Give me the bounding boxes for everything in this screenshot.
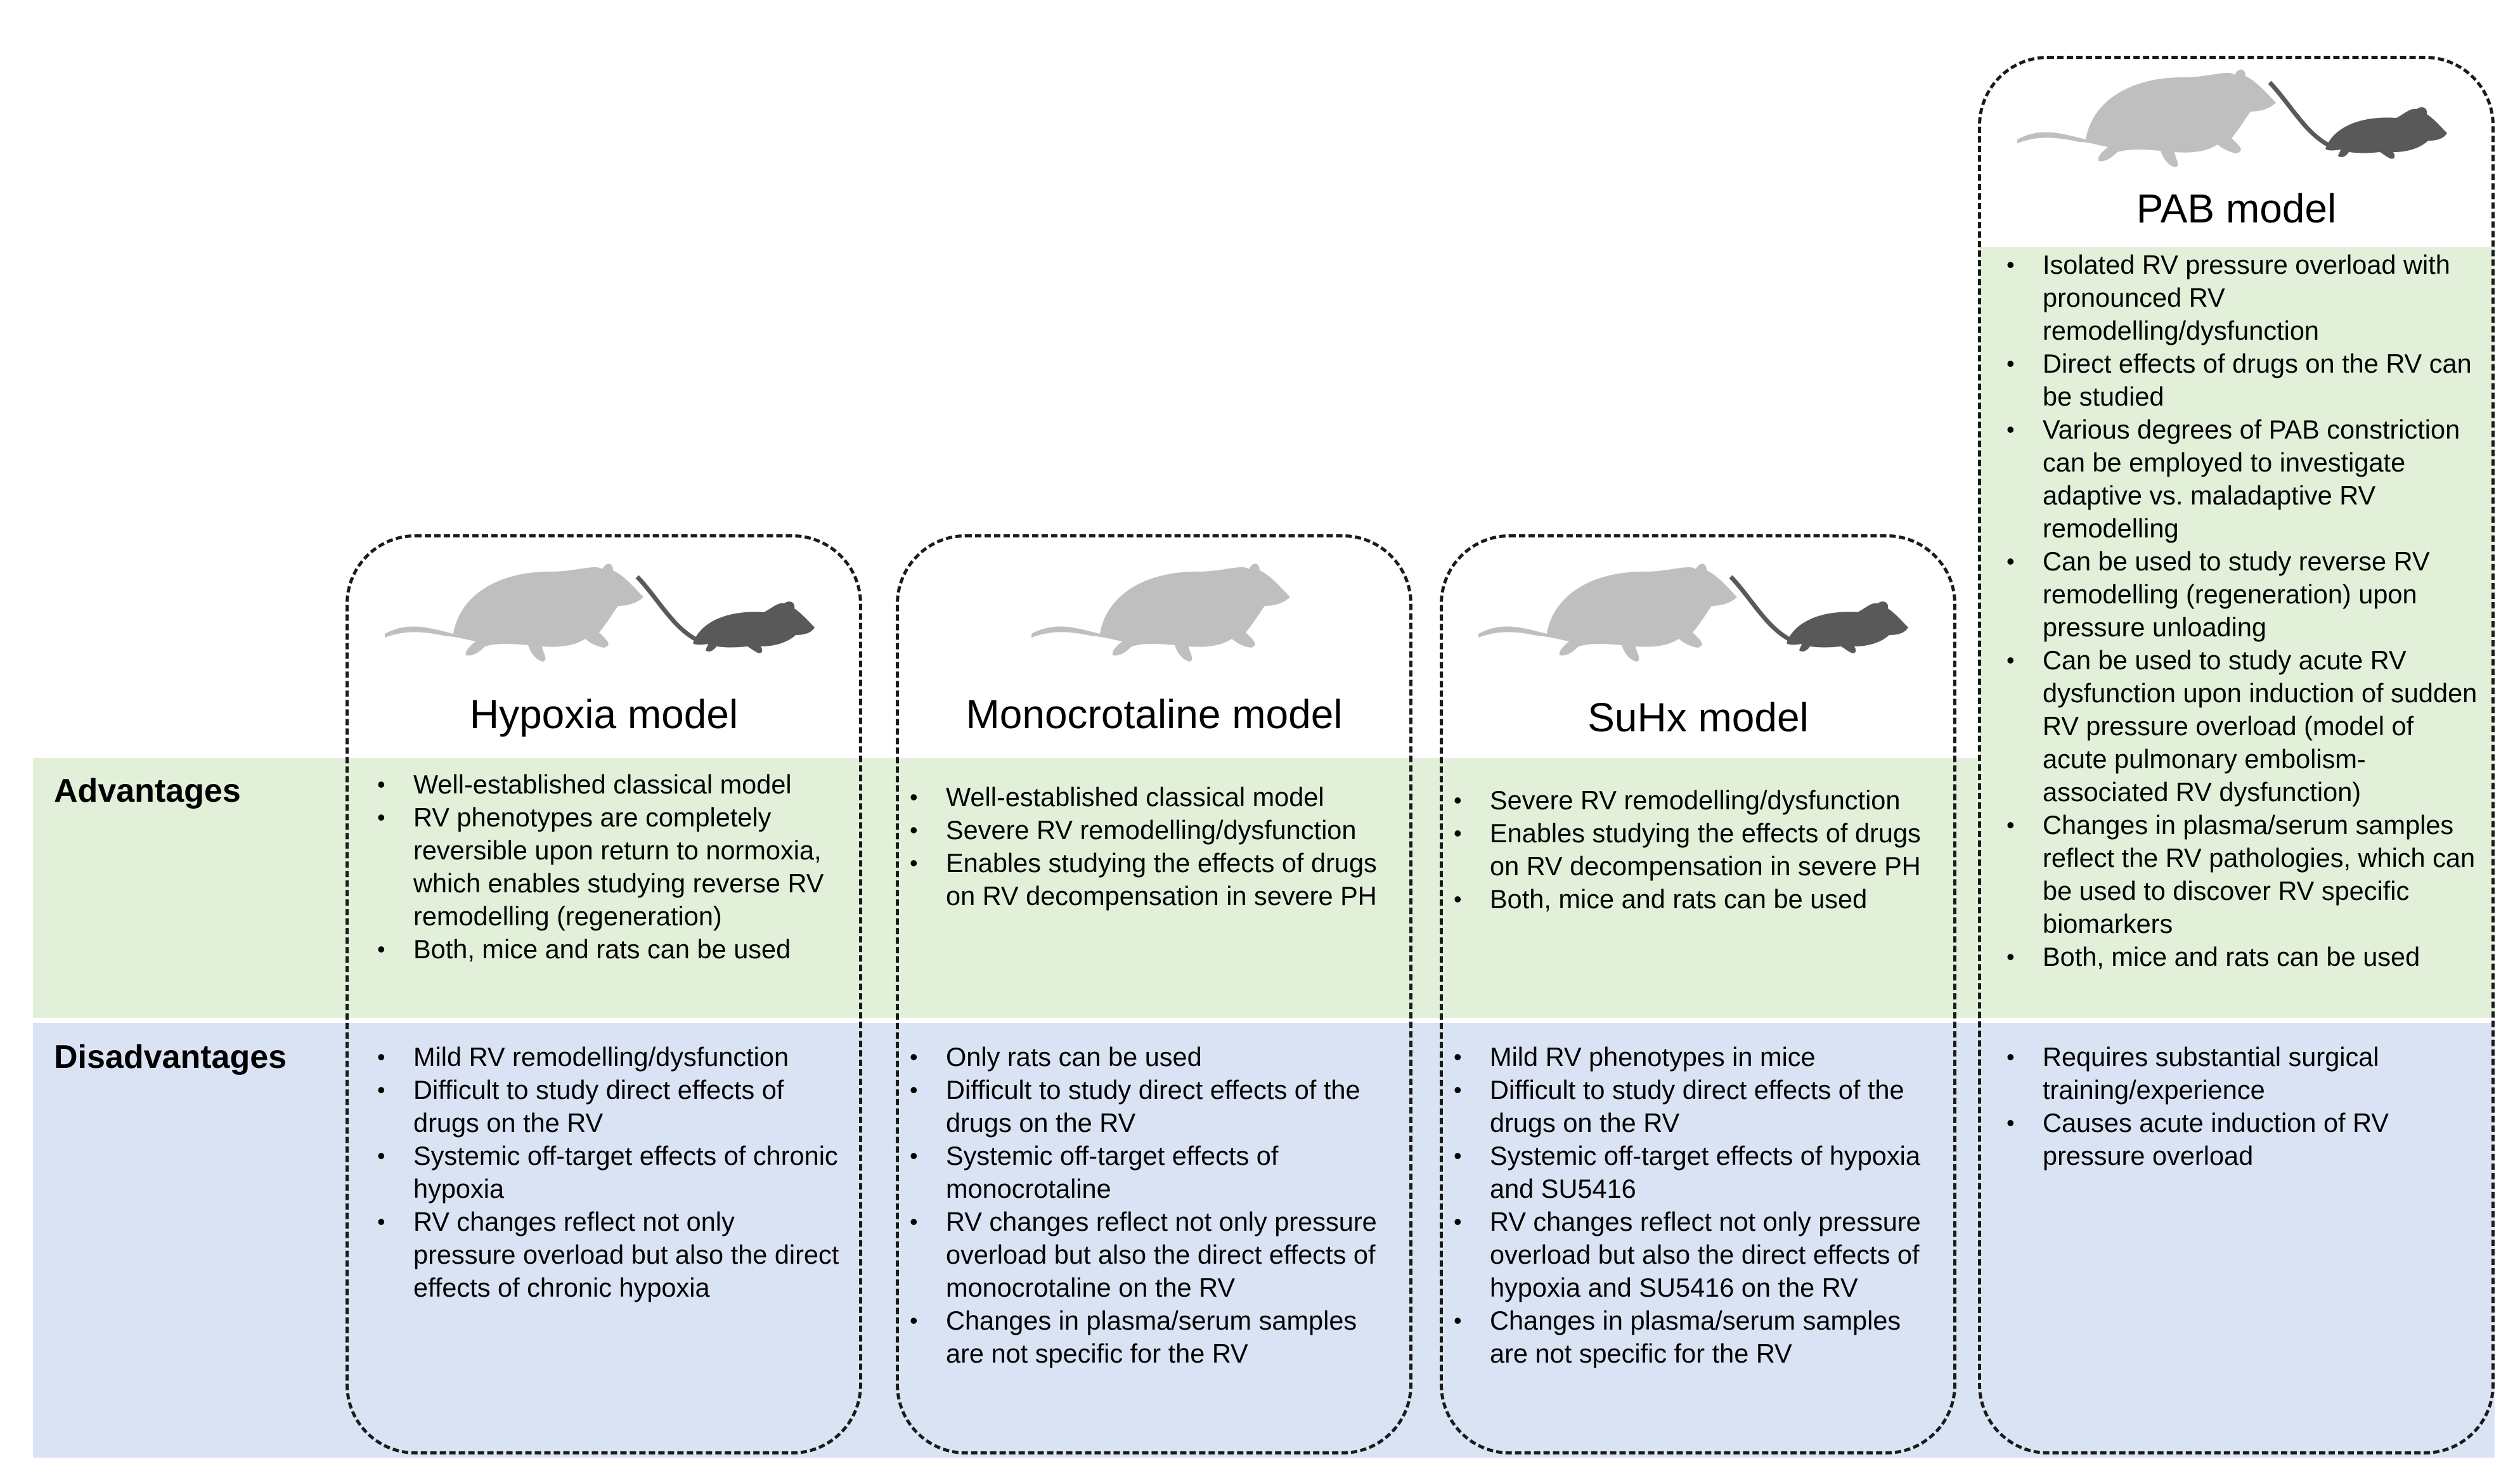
list-item: Changes in plasma/serum samples are not … [910, 1304, 1379, 1370]
list-item: Well-established classical model [377, 768, 840, 801]
list-item: RV changes reflect not only pressure ove… [377, 1205, 840, 1304]
list-item: RV phenotypes are completely reversible … [377, 801, 840, 933]
mouse-icon [635, 575, 815, 653]
mouse-icon [2268, 80, 2447, 159]
list-item: Systemic off-target effects of monocrota… [910, 1140, 1379, 1205]
monocrotaline-model-frame [896, 534, 1412, 1454]
list-item: Mild RV remodelling/dysfunction [377, 1041, 840, 1074]
hypoxia-model-frame [346, 534, 862, 1454]
hypoxia-disadvantages-list: Mild RV remodelling/dysfunction Difficul… [377, 1041, 840, 1304]
suhx-disadvantages-list: Mild RV phenotypes in mice Difficult to … [1454, 1041, 1923, 1370]
list-item: Severe RV remodelling/dysfunction [1454, 784, 1948, 817]
list-item: Difficult to study direct effects of the… [1454, 1074, 1923, 1140]
list-item: Direct effects of drugs on the RV can be… [2006, 347, 2482, 413]
suhx-model-title: SuHx model [1587, 695, 1809, 740]
hypoxia-animals [385, 563, 815, 662]
list-item: Various degrees of PAB constriction can … [2006, 413, 2482, 545]
list-item: Can be used to study acute RV dysfunctio… [2006, 644, 2482, 809]
advantages-label: Advantages [54, 773, 241, 809]
list-item: Both, mice and rats can be used [2006, 941, 2482, 973]
list-item: Only rats can be used [910, 1041, 1379, 1074]
mouse-icon [1729, 575, 1908, 653]
list-item: RV changes reflect not only pressure ove… [910, 1205, 1379, 1304]
rat-icon [2017, 69, 2276, 167]
disadvantages-label: Disadvantages [54, 1039, 287, 1075]
list-item: Enables studying the effects of drugs on… [1454, 817, 1948, 883]
suhx-model-frame [1440, 534, 1956, 1454]
rat-icon [385, 563, 643, 662]
pab-advantages-list: Isolated RV pressure overload with prono… [2006, 248, 2482, 973]
list-item: Difficult to study direct effects of dru… [377, 1074, 840, 1140]
list-item: Well-established classical model [910, 781, 1404, 814]
monocrotaline-model-title: Monocrotaline model [966, 691, 1343, 737]
pab-model-frame [1978, 56, 2495, 1454]
monocrotaline-disadvantages-list: Only rats can be used Difficult to study… [910, 1041, 1379, 1370]
list-item: Enables studying the effects of drugs on… [910, 847, 1404, 913]
list-item: Systemic off-target effects of chronic h… [377, 1140, 840, 1205]
pab-disadvantages-list: Requires substantial surgical training/e… [2006, 1041, 2482, 1172]
hypoxia-model-title: Hypoxia model [469, 691, 739, 737]
suhx-advantages-list: Severe RV remodelling/dysfunction Enable… [1454, 784, 1948, 916]
hypoxia-advantages-list: Well-established classical model RV phen… [377, 768, 840, 966]
list-item: Difficult to study direct effects of the… [910, 1074, 1379, 1140]
list-item: Both, mice and rats can be used [1454, 883, 1948, 916]
rat-icon [1031, 563, 1290, 662]
list-item: Isolated RV pressure overload with prono… [2006, 248, 2482, 347]
monocrotaline-advantages-list: Well-established classical model Severe … [910, 781, 1404, 913]
list-item: Causes acute induction of RV pressure ov… [2006, 1107, 2482, 1172]
pab-animals [2017, 69, 2447, 167]
list-item: Changes in plasma/serum samples reflect … [2006, 809, 2482, 941]
list-item: Changes in plasma/serum samples are not … [1454, 1304, 1923, 1370]
list-item: Both, mice and rats can be used [377, 933, 840, 966]
monocrotaline-animals [1031, 563, 1290, 662]
list-item: Severe RV remodelling/dysfunction [910, 814, 1404, 847]
list-item: Requires substantial surgical training/e… [2006, 1041, 2482, 1107]
list-item: Can be used to study reverse RV remodell… [2006, 545, 2482, 644]
list-item: Systemic off-target effects of hypoxia a… [1454, 1140, 1923, 1205]
list-item: RV changes reflect not only pressure ove… [1454, 1205, 1923, 1304]
pab-model-title: PAB model [2136, 186, 2337, 231]
rat-icon [1478, 563, 1737, 662]
suhx-animals [1478, 563, 1908, 662]
list-item: Mild RV phenotypes in mice [1454, 1041, 1923, 1074]
